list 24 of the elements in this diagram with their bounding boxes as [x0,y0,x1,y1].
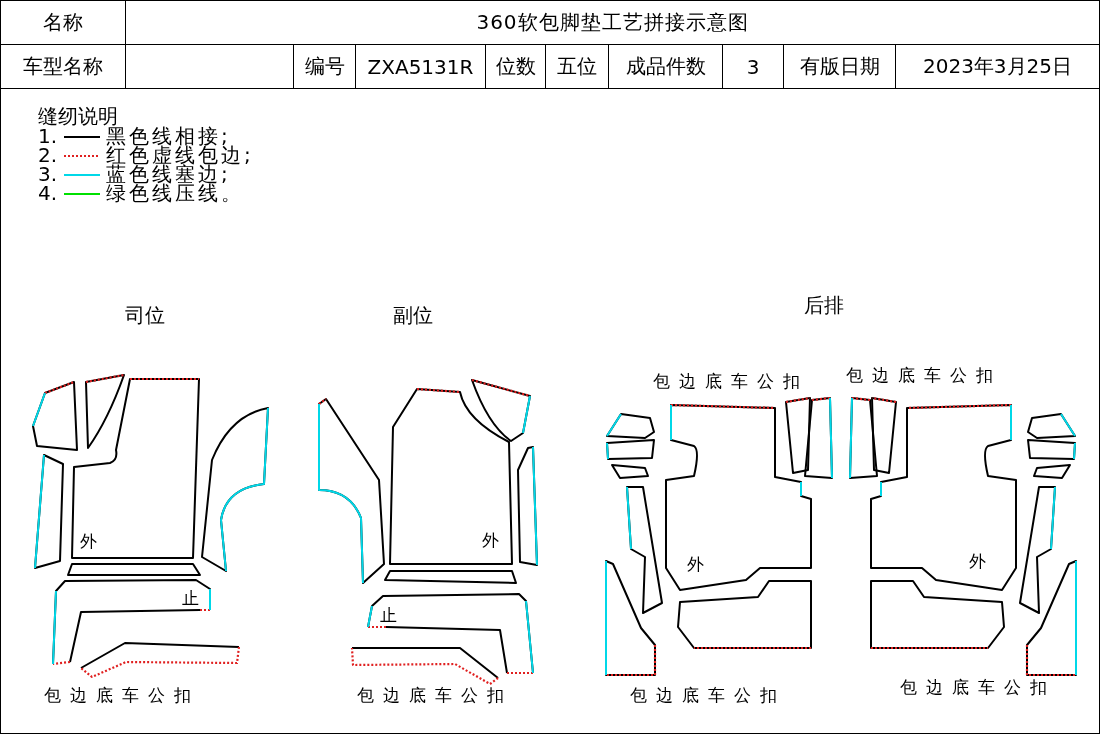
section-title: 后排 [804,295,844,315]
legend-text: 红色虚线包边; [106,145,254,165]
edge-note: 包边底车公扣 [630,687,786,704]
edge-note: 包边底车公扣 [846,367,1002,384]
piece-mark: 外 [969,553,986,570]
legend-text: 绿色线压线。 [106,183,244,203]
edge-note: 包边底车公扣 [900,679,1056,696]
legend-text: 蓝色线塞边; [106,164,231,184]
edge-note: 包边底车公扣 [653,373,809,390]
legend-number: 4. [38,183,58,203]
legend-heading: 缝纫说明 [38,106,118,126]
legend-number: 2. [38,145,58,165]
section-title: 副位 [393,305,433,325]
section-title: 司位 [125,305,165,325]
edge-note: 包边底车公扣 [357,687,513,704]
piece-mark: 止 [182,590,199,607]
piece-mark: 外 [80,533,97,550]
legend-number: 1. [38,126,58,146]
piece-mark: 止 [380,607,397,624]
legend-text: 黑色线相接; [106,126,231,146]
piece-mark: 外 [687,556,704,573]
legend-number: 3. [38,164,58,184]
piece-mark: 外 [482,532,499,549]
edge-note: 包边底车公扣 [44,687,200,704]
